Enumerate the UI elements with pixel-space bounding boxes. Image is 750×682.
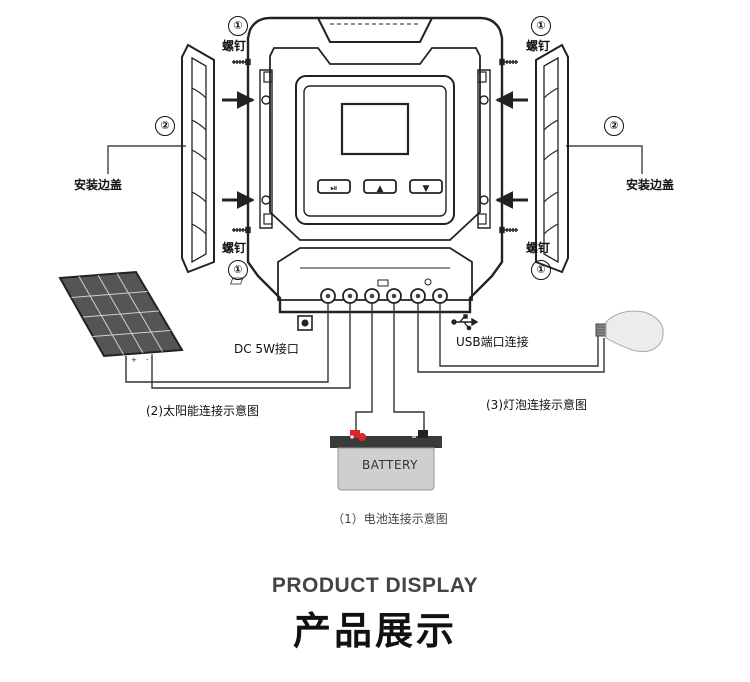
lcd-screen (340, 102, 410, 156)
solar-terminal-neg: - (146, 356, 149, 364)
callout-screw-number: ① (531, 16, 551, 36)
callout-screw-label: 螺钉 (222, 241, 247, 255)
solar-panel (58, 270, 184, 360)
callout-screw-number: ① (228, 260, 248, 280)
wires (125, 303, 605, 432)
lamp-connection-label: (3)灯泡连接示意图 (486, 398, 587, 412)
battery-connection-label: （1）电池连接示意图 (332, 512, 448, 526)
bulb-mini-icon (424, 278, 432, 286)
charge-controller (246, 16, 504, 314)
button-left (317, 179, 351, 194)
dc-port-label: DC 5W接口 (234, 342, 299, 356)
usb-port-label: USB端口连接 (456, 335, 529, 349)
mount-hole (479, 95, 489, 105)
battery-terminal-pos (350, 430, 360, 438)
right-side-cover (535, 43, 569, 274)
callout-screw-label: 螺钉 (526, 39, 551, 53)
mount-hole (261, 95, 271, 105)
terminal-icons (230, 277, 432, 287)
solar-terminal-pos: + (131, 356, 137, 364)
button-right (409, 179, 443, 194)
button-middle-symbol: ▲ (377, 184, 384, 194)
solar-connection-label: (2)太阳能连接示意图 (146, 404, 259, 418)
dc-port-icon (297, 315, 313, 331)
battery-mini-icon (377, 279, 389, 287)
footer-title-cn: 产品展示 (292, 609, 457, 653)
footer-title-en: PRODUCT DISPLAY (271, 574, 479, 597)
button-middle (363, 179, 397, 194)
callout-cover-label: 安装边盖 (626, 178, 675, 192)
callout-cover-label: 安装边盖 (74, 178, 123, 192)
battery-text: BATTERY (362, 458, 418, 472)
usb-icon (451, 314, 479, 331)
battery (330, 430, 442, 491)
battery-terminal-neg (418, 430, 428, 438)
callout-screw-label: 螺钉 (526, 241, 551, 255)
button-right-symbol: ▼ (423, 184, 430, 194)
light-bulb (595, 310, 664, 353)
button-left-symbol: ⏯ (330, 184, 337, 194)
control-buttons (317, 179, 443, 194)
callout-cover-number: ② (155, 116, 175, 136)
left-side-cover (181, 43, 215, 274)
callout-cover-number: ② (604, 116, 624, 136)
mount-hole (479, 195, 489, 205)
callout-screw-label: 螺钉 (222, 39, 247, 53)
callout-screw-number: ① (531, 260, 551, 280)
mount-hole (261, 195, 271, 205)
callout-screw-number: ① (228, 16, 248, 36)
